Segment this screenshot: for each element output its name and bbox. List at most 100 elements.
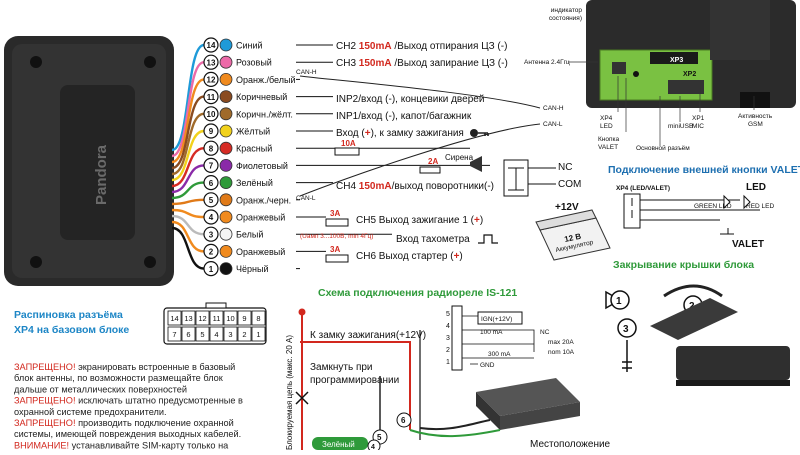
wire-color-swatch — [219, 262, 233, 276]
lid-title: Закрывание крышки блока — [613, 259, 754, 271]
is121-p5: 5 — [377, 433, 382, 442]
siren-label: Сирена — [445, 153, 474, 162]
wire-13: 13 Розовый — [171, 54, 333, 158]
wire-num: 7 — [209, 162, 214, 171]
green-led: GREEN LED — [694, 203, 732, 210]
xp4-cell — [195, 310, 210, 326]
battery: 12 В Аккумулятор — [535, 209, 611, 261]
wire-1: 1 Чёрный — [171, 226, 300, 277]
is121-ign: К замку зажигания(+12V) — [310, 330, 426, 341]
wire-7: 7 Фиолетовый — [171, 157, 490, 194]
is121-vertical: Блокируемая цепь (макс. 20 А) — [285, 335, 294, 450]
lid-section: Закрывание крышки блока 1 2 3 — [605, 259, 790, 386]
warning-line: ЗАПРЕЩЕНО! экранировать встроенные в баз… — [14, 362, 235, 372]
wire-num-badge — [203, 209, 219, 225]
wire-num-badge — [203, 192, 219, 208]
wire-label: Розовый — [236, 58, 272, 68]
is121-nc: NC — [540, 329, 550, 336]
xp4-cell — [181, 326, 196, 342]
is121-pin: 1 — [446, 359, 450, 366]
valet-led: LED — [746, 182, 766, 193]
wire-color-swatch — [219, 55, 233, 69]
is121-gnd: GND — [480, 362, 495, 369]
wire-color-swatch — [219, 141, 233, 155]
is121-green: Зелёный — [322, 440, 355, 449]
xp4-cell-num: 10 — [226, 314, 234, 323]
warning-line: охранной системе предохранители. — [14, 407, 167, 417]
xp4-cell — [237, 326, 252, 342]
wire-label: Зелёный — [236, 178, 273, 188]
is121-max20: max 20A — [548, 339, 574, 346]
xp4-cell-num: 2 — [242, 330, 246, 339]
wire-num: 12 — [207, 76, 216, 85]
wire-color-swatch — [219, 227, 233, 241]
is121-pin: 3 — [446, 335, 450, 342]
xp4-cell-num: 5 — [200, 330, 204, 339]
wire-label: Оранж./белый — [236, 75, 296, 85]
wire-num-badge — [203, 157, 219, 173]
wire-label: Белый — [236, 230, 263, 240]
wire-num: 10 — [207, 110, 216, 119]
fuse-3a-ch6: 3A — [330, 245, 340, 254]
main-connector-label: Основной разъём — [636, 144, 690, 152]
wire-label: Жёлтый — [236, 127, 270, 137]
xp4-title-2: XP4 на базовом блоке — [14, 324, 129, 336]
key-icon — [470, 129, 489, 137]
func-inp2: INP2/вход (-), концевики дверей — [336, 94, 484, 105]
is121-close-1: Замкнуть при — [310, 362, 373, 373]
xp4-cell-num: 14 — [170, 314, 178, 323]
wire-label: Синий — [236, 41, 263, 51]
wire-label: Чёрный — [236, 264, 268, 274]
xp4-cell-num: 11 — [213, 314, 221, 323]
wire-color-swatch — [219, 158, 233, 172]
wire-color-swatch — [219, 107, 233, 121]
func-inp1: INP1/вход (-), капот/багажник — [336, 110, 472, 122]
relay-is121: Схема подключения радиореле IS-121 Блоки… — [285, 287, 611, 453]
wire-num-badge — [203, 106, 219, 122]
board-module: XP3 XP2 — [586, 0, 796, 108]
xp4-cell — [209, 310, 224, 326]
is121-close-2: программировании — [310, 375, 399, 386]
battery-volt: 12 В — [564, 232, 583, 244]
xp4-pinout: Распиновка разъёма XP4 на базовом блоке … — [14, 302, 267, 345]
xp4-cell-num: 3 — [228, 330, 232, 339]
wire-6: 6 Зелёный — [171, 175, 333, 200]
fuse-3a-ch5: 3A — [330, 209, 340, 218]
xp4-cell-num: 1 — [256, 330, 260, 339]
wire-num-badge — [203, 71, 219, 88]
can-h-label: CAN-H — [296, 69, 317, 76]
wire-num: 13 — [207, 58, 216, 67]
xp4-cell — [181, 310, 196, 326]
func-ch5: CH5 Выход зажигание 1 (+) — [356, 215, 483, 226]
warning-line: ЗАПРЕЩЕНО! исключать штатно предусмотрен… — [14, 396, 243, 406]
wire-color-swatch — [219, 73, 233, 86]
xp4-cell — [223, 310, 238, 326]
xp4-cell-num: 13 — [184, 314, 192, 323]
wire-label: Коричн./жёлт. — [236, 109, 293, 119]
xp4-cell-num: 12 — [198, 314, 206, 323]
wire-num: 1 — [209, 265, 214, 274]
wire-num-badge — [203, 88, 219, 105]
fuse-10a: 10A — [341, 139, 356, 148]
red-led: RED LED — [746, 203, 774, 210]
wire-label: Фиолетовый — [236, 161, 288, 171]
wire-num: 6 — [209, 179, 214, 188]
func-ch2: CH2 150mA /Выход отпирания ЦЗ (-) — [336, 41, 507, 52]
warning-line: дальше от металлических поверхностей — [14, 384, 187, 394]
xp4-cell — [223, 326, 238, 342]
wire-num-badge — [203, 54, 219, 70]
wire-num-badge — [203, 140, 219, 156]
is121-location: Местоположение — [530, 439, 611, 450]
xp2-label: XP2 — [683, 71, 696, 78]
siren-relay: Сирена NC COM +12V — [445, 153, 581, 213]
valet-title: Подключение внешней кнопки VALET — [608, 164, 800, 176]
wire-label: Оранжевый — [236, 213, 285, 223]
xp4-cell-num: 8 — [256, 314, 260, 323]
wire-num-badge — [203, 243, 219, 259]
lid-step-1: 1 — [616, 296, 622, 307]
